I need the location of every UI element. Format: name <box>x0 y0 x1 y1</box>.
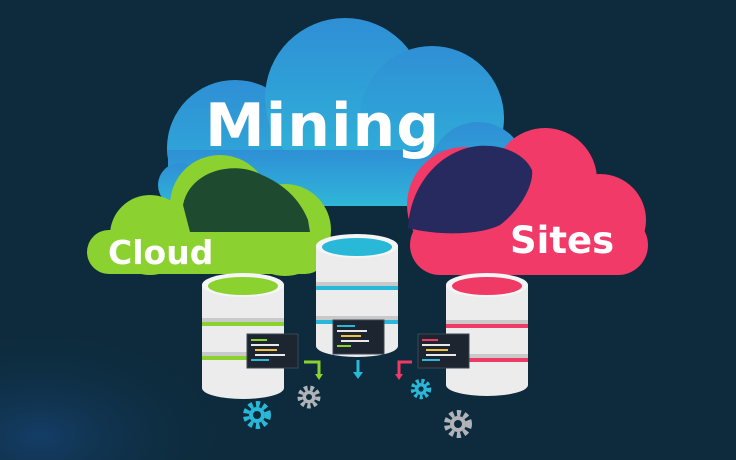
cloud-label: Cloud <box>108 233 214 272</box>
code-window-icon <box>417 333 470 369</box>
code-window-icon <box>246 333 299 369</box>
gear-icon <box>243 401 271 429</box>
arrow-icon <box>304 360 321 376</box>
mining-label: Mining <box>205 91 441 161</box>
sites-label: Sites <box>510 219 615 262</box>
arrow-icon <box>397 360 412 376</box>
arrow-icon <box>315 374 323 380</box>
arrow-icon <box>395 374 403 380</box>
gear-icon <box>410 378 432 400</box>
gear-icon <box>297 385 321 409</box>
code-window-icon <box>332 319 385 355</box>
gear-icon <box>444 410 472 438</box>
arrow-icon <box>353 372 363 379</box>
green-blue-overlap <box>183 168 310 232</box>
pink-blue-overlap <box>408 145 533 234</box>
